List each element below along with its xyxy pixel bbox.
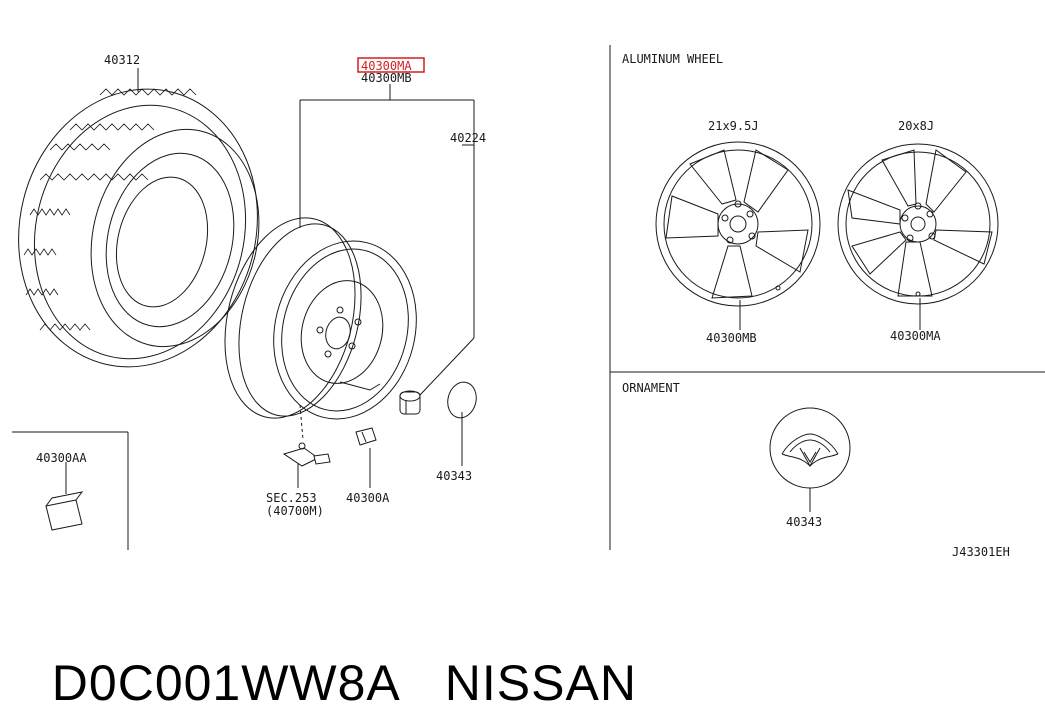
- label-wheel2-size: 20x8J: [898, 119, 934, 133]
- tire-drawing[interactable]: [0, 64, 286, 393]
- aluminum-wheel-21-drawing[interactable]: [655, 141, 821, 307]
- label-weight-kit[interactable]: 40300AA: [36, 451, 87, 465]
- balance-weight-drawing[interactable]: [355, 427, 377, 446]
- label-wheel1-part[interactable]: 40300MB: [706, 331, 757, 345]
- label-ornament-part[interactable]: 40343: [786, 515, 822, 529]
- leader-lines: [297, 84, 921, 512]
- footer-brand: NISSAN: [444, 655, 637, 711]
- parts-diagram: 40312 40300MA 40300MB 40224 40300AA SEC.…: [0, 45, 1045, 559]
- label-tire[interactable]: 40312: [104, 53, 140, 67]
- label-cap[interactable]: 40343: [436, 469, 472, 483]
- tpms-valve-drawing[interactable]: [282, 442, 331, 467]
- highlight-box: [357, 57, 425, 73]
- diagram-code: J43301EH: [952, 545, 1010, 559]
- section-title-aluminum: ALUMINUM WHEEL: [622, 52, 723, 66]
- label-valve-ref[interactable]: (40700M): [266, 504, 324, 518]
- footer-caption: D0C001WW8A NISSAN: [22, 596, 681, 712]
- label-wheel-assy-highlight[interactable]: 40300MA: [361, 59, 412, 73]
- ornament-drawing[interactable]: [769, 407, 851, 489]
- aluminum-wheel-20-drawing[interactable]: [837, 143, 999, 305]
- label-wheel2-part[interactable]: 40300MA: [890, 329, 941, 343]
- label-nut[interactable]: 40224: [450, 131, 486, 145]
- label-wheel1-size: 21x9.5J: [708, 119, 759, 133]
- wheel-nut-drawing[interactable]: [399, 390, 421, 415]
- label-wheel-assy[interactable]: 40300MB: [361, 71, 412, 85]
- section-title-ornament: ORNAMENT: [622, 381, 680, 395]
- section-dividers: [12, 45, 1045, 550]
- weight-kit-drawing[interactable]: [45, 462, 84, 531]
- footer-part-number: D0C001WW8A: [51, 655, 401, 711]
- steel-wheel-drawing[interactable]: [205, 204, 435, 434]
- label-valve-sec[interactable]: SEC.253: [266, 491, 317, 505]
- label-balance-weight[interactable]: 40300A: [346, 491, 390, 505]
- cap-drawing[interactable]: [444, 379, 480, 421]
